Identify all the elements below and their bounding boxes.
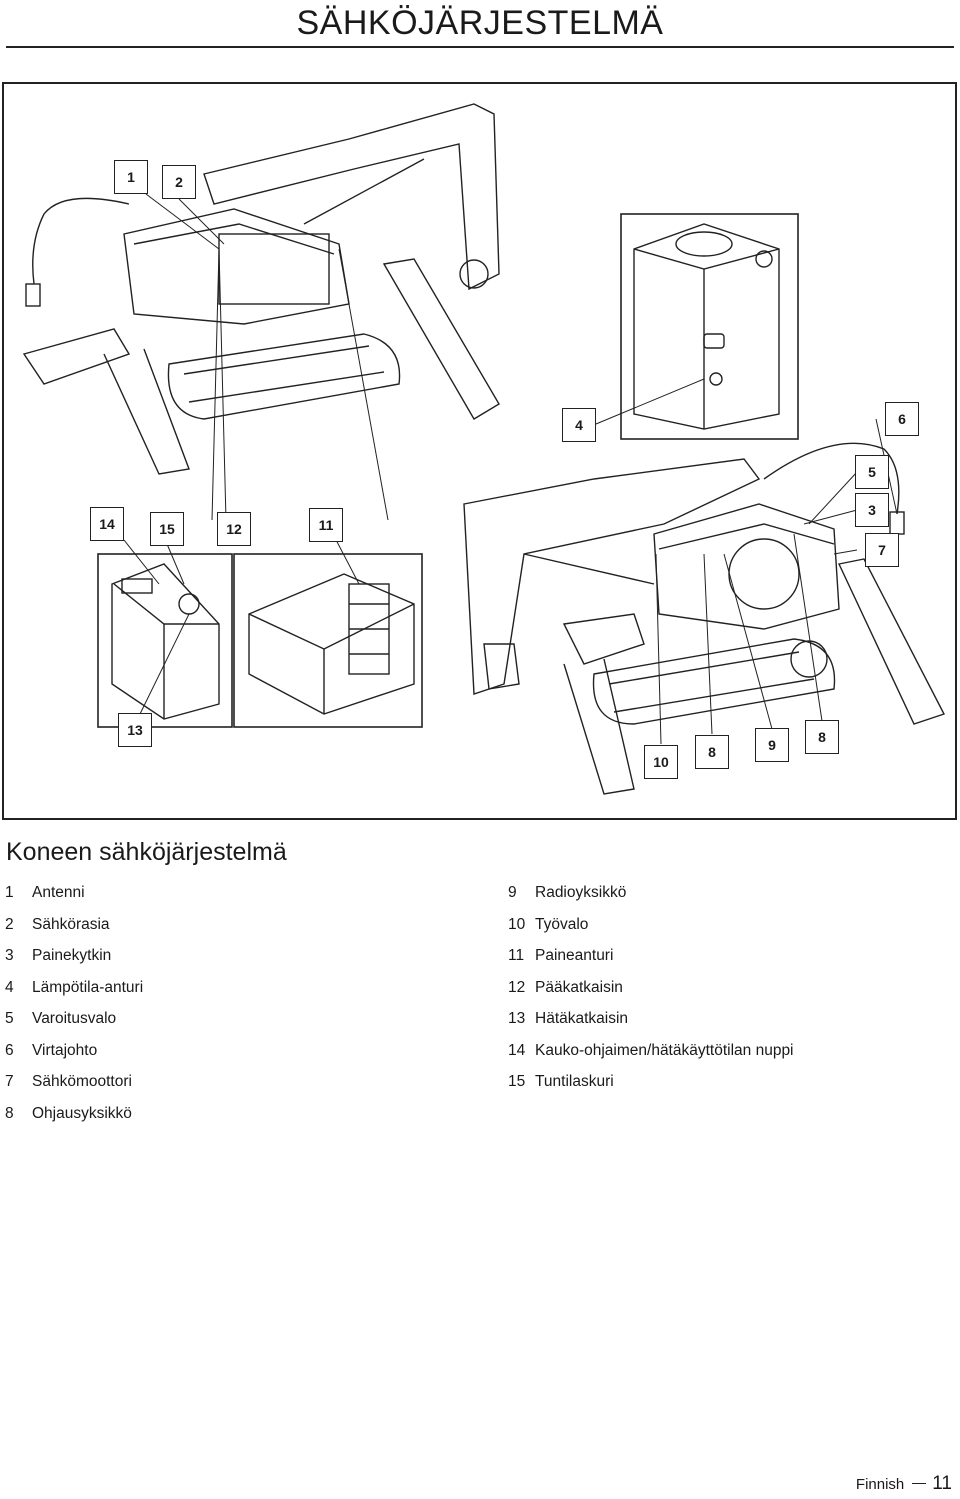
legend-item: 9 Radioyksikkö — [508, 884, 794, 916]
legend-item: 8 Ohjausyksikkö — [5, 1105, 143, 1137]
machine-illustration — [22, 103, 945, 795]
legend-right-column: 9 Radioyksikkö 10 Työvalo 11 Paineanturi 12… — [508, 884, 794, 1105]
callout-12: 12 — [217, 512, 251, 546]
footer-language: Finnish — [855, 1476, 905, 1493]
legend-number: 14 — [508, 1041, 526, 1059]
upper-arm — [203, 103, 500, 291]
legend-number: 9 — [508, 884, 517, 901]
title-rule — [6, 46, 954, 48]
legend-label: Virtajohto — [32, 1041, 98, 1059]
page-number: 11 — [932, 1473, 952, 1494]
legend-number: 4 — [5, 978, 14, 996]
legend-number: 15 — [508, 1073, 526, 1090]
callout-13: 13 — [118, 713, 152, 747]
upper-body — [123, 208, 350, 325]
legend-item: 6 Virtajohto — [5, 1042, 143, 1074]
power-cable — [763, 442, 900, 515]
panel-body — [111, 563, 220, 720]
legend-number: 13 — [508, 1010, 526, 1027]
upper-outrigger-right — [382, 258, 500, 420]
callout-9: 9 — [755, 728, 789, 762]
callout-4: 4 — [562, 408, 596, 442]
callout-11: 11 — [309, 508, 343, 542]
legend-label: Paineanturi — [535, 947, 614, 964]
legend-label: Painekytkin — [32, 947, 112, 964]
legend-item: 15 Tuntilaskuri — [508, 1073, 794, 1105]
electrical-system-figure: 1 2 4 6 5 3 7 14 15 12 11 13 10 8 9 8 — [2, 82, 957, 820]
antenna-cable — [32, 197, 130, 285]
legend-label: Lämpötila-anturi — [32, 978, 144, 996]
legend-label: Sähkömoottori — [32, 1073, 132, 1090]
legend-item: 4 Lämpötila-anturi — [5, 979, 143, 1011]
footer-divider — [912, 1483, 927, 1484]
page-title: SÄHKÖJÄRJESTELMÄ — [296, 4, 664, 42]
legend-item: 7 Sähkömoottori — [5, 1073, 143, 1105]
callout-5: 5 — [855, 455, 889, 489]
valve-body — [248, 573, 415, 715]
legend-number: 11 — [508, 947, 525, 964]
legend-number: 8 — [5, 1104, 14, 1122]
callout-14: 14 — [90, 507, 124, 541]
legend-label: Sähkörasia — [32, 915, 110, 933]
section-heading: Koneen sähköjärjestelmä — [6, 838, 287, 866]
legend-item: 12 Pääkatkaisin — [508, 979, 794, 1011]
page-footer: Finnish 11 — [856, 1473, 952, 1495]
callout-7: 7 — [865, 533, 899, 567]
legend-label: Kauko-ohjaimen/hätäkäyttötilan nuppi — [535, 1041, 794, 1059]
legend-number: 3 — [5, 947, 14, 964]
legend-label: Pääkatkaisin — [535, 978, 623, 996]
callout-1: 1 — [114, 160, 148, 194]
legend-item: 1 Antenni — [5, 884, 143, 916]
lower-track — [592, 638, 836, 725]
legend-item: 5 Varoitusvalo — [5, 1010, 143, 1042]
upper-track — [167, 333, 401, 420]
lower-body — [653, 503, 840, 630]
panel-inset-frame — [97, 553, 233, 728]
lower-outrigger-right — [837, 558, 945, 725]
callout-8: 8 — [695, 735, 729, 769]
legend-number: 7 — [5, 1073, 14, 1090]
legend-number: 2 — [5, 915, 14, 933]
legend-label: Radioyksikkö — [535, 884, 627, 901]
legend-number: 5 — [5, 1010, 14, 1027]
callout-8-second: 8 — [805, 720, 839, 754]
legend-item: 11 Paineanturi — [508, 947, 794, 979]
legend-item: 3 Painekytkin — [5, 947, 143, 979]
upper-outrigger-left — [22, 328, 131, 385]
callout-10: 10 — [644, 745, 678, 779]
lower-outrigger-left — [562, 613, 645, 665]
callout-15: 15 — [150, 512, 184, 546]
tank-body — [633, 223, 780, 430]
legend-number: 12 — [508, 978, 526, 996]
legend-number: 1 — [5, 884, 14, 901]
callout-3: 3 — [855, 493, 889, 527]
callout-6: 6 — [885, 402, 919, 436]
legend-label: Tuntilaskuri — [535, 1073, 614, 1090]
leader-lines — [123, 193, 898, 745]
tank-inset-frame — [620, 213, 799, 440]
legend-item: 10 Työvalo — [508, 916, 794, 948]
legend-item: 14 Kauko-ohjaimen/hätäkäyttötilan nuppi — [508, 1042, 794, 1074]
callout-2: 2 — [162, 165, 196, 199]
tank-cap — [675, 231, 733, 257]
legend-label: Työvalo — [535, 915, 589, 933]
legend-label: Varoitusvalo — [32, 1010, 117, 1027]
legend-label: Ohjausyksikkö — [32, 1104, 132, 1122]
legend-number: 6 — [5, 1041, 14, 1059]
legend-left-column: 1 Antenni 2 Sähkörasia 3 Painekytkin 4 Lämpö… — [5, 884, 143, 1136]
lower-arm — [463, 458, 761, 695]
valve-inset-frame — [233, 553, 423, 728]
legend-item: 2 Sähkörasia — [5, 916, 143, 948]
legend-item: 13 Hätäkatkaisin — [508, 1010, 794, 1042]
legend-number: 10 — [508, 915, 526, 933]
legend-label: Antenni — [32, 884, 85, 901]
legend-label: Hätäkatkaisin — [535, 1010, 629, 1027]
